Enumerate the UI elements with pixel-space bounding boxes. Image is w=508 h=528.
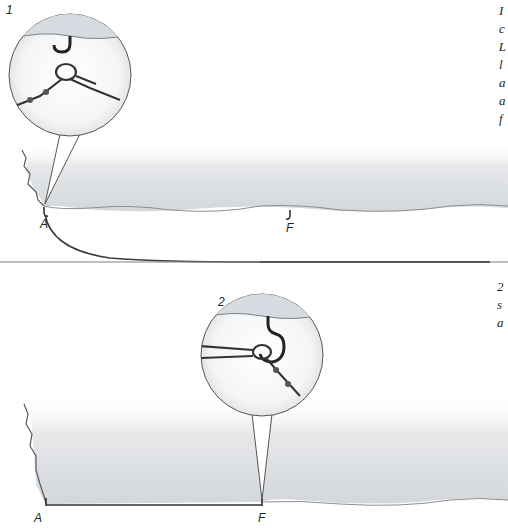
hook-f: [286, 210, 290, 219]
ceiling-band: [26, 142, 508, 212]
callout-label: F: [286, 222, 293, 234]
cropped-text: L: [499, 40, 506, 53]
wall-edge: [22, 150, 44, 206]
eye-loop: [253, 345, 271, 359]
hook: [260, 316, 284, 362]
cropped-text: I: [499, 4, 503, 17]
eye-loop: [56, 64, 76, 80]
wall-edge: [24, 404, 46, 504]
hook-a: [44, 207, 48, 216]
ceiling-edge: [44, 205, 508, 212]
cropped-text: a: [499, 76, 506, 89]
ceiling-detail: [8, 10, 134, 40]
callout-label: A: [40, 218, 48, 230]
wire: [200, 346, 253, 350]
callout-label: A: [34, 512, 42, 524]
cropped-text: 2: [497, 280, 504, 293]
cropped-text: c: [499, 22, 505, 35]
wire: [10, 79, 62, 108]
callout-label: F: [258, 512, 265, 524]
rope: [46, 504, 262, 506]
cropped-text: f: [499, 112, 503, 125]
cropped-text: s: [497, 298, 502, 311]
rope: [45, 215, 260, 262]
cropped-text: a: [497, 316, 504, 329]
rope-end: [260, 261, 490, 262]
callout-pointer: [45, 134, 80, 204]
cropped-text: a: [499, 94, 506, 107]
callout-pointer: [252, 414, 272, 500]
floor-line: [0, 261, 508, 262]
callout-label: 1: [6, 4, 13, 16]
callout-label: 2: [218, 296, 225, 308]
cropped-text: l: [499, 58, 503, 71]
hook: [54, 36, 70, 52]
